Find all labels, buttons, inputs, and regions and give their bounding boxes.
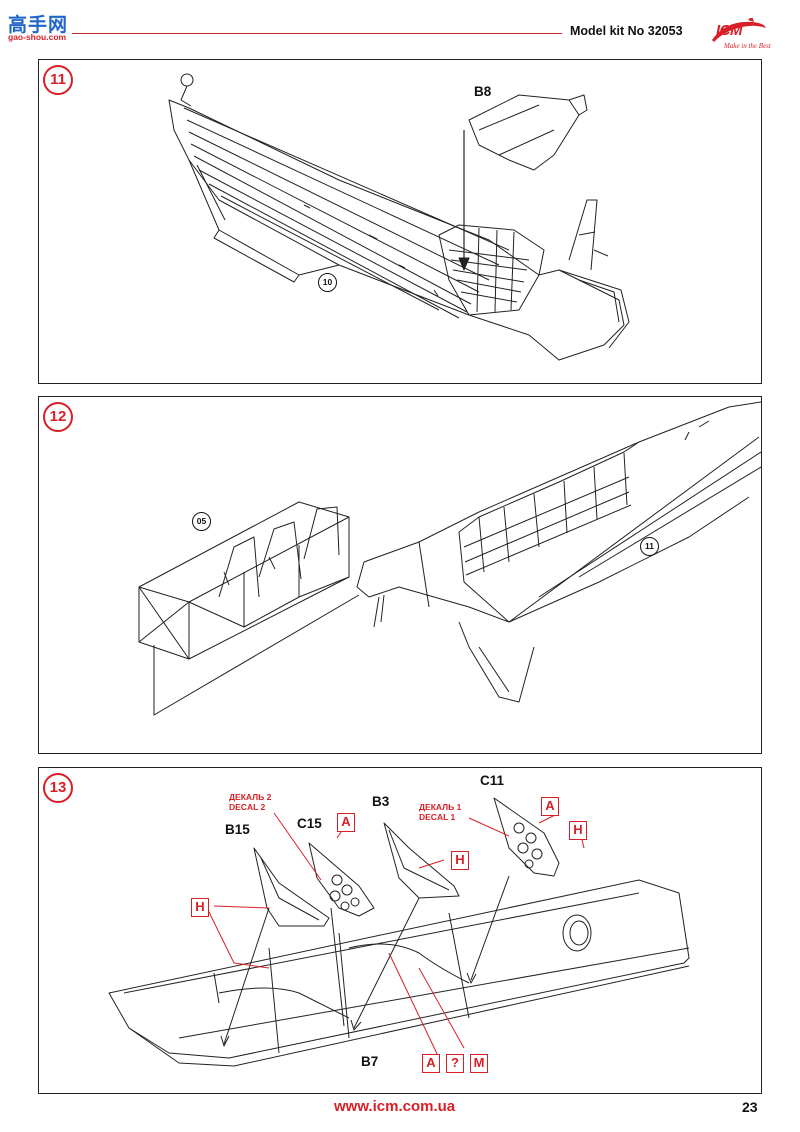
part-label-c15: C15 xyxy=(297,816,322,831)
step-number-12: 12 xyxy=(43,402,73,432)
paint-code-h-b15: H xyxy=(191,898,209,917)
cockpit-frame-drawing xyxy=(138,401,761,716)
logo-tagline: Make in the Best xyxy=(724,42,771,50)
fuselage-assembly-drawing xyxy=(168,73,630,361)
part-label-b15: B15 xyxy=(225,822,250,837)
assembly-ref-11: 11 xyxy=(640,537,659,556)
step-13-panel: 13 B15 C15 B3 C11 B7 ДЕКАЛЬ 2 DECAL 2 ДЕ… xyxy=(38,767,762,1094)
decal-2-en: DECAL 2 xyxy=(229,802,266,812)
part-label-b8: B8 xyxy=(474,84,492,99)
assembly-ref-10: 10 xyxy=(318,273,337,292)
paint-code-h-b3: H xyxy=(451,851,469,870)
watermark-chinese: 高手网 xyxy=(8,14,69,36)
part-label-b7: B7 xyxy=(361,1054,379,1069)
cockpit-side-wall-drawing xyxy=(108,797,690,1067)
paint-code-a-c15: A xyxy=(337,813,355,832)
paint-code-m-b7: M xyxy=(470,1054,488,1073)
step-11-panel: 11 B8 10 xyxy=(38,59,762,384)
part-label-c11: C11 xyxy=(480,773,505,788)
logo-swoosh-icon xyxy=(712,18,766,42)
step-number-13: 13 xyxy=(43,773,73,803)
paint-code-a-c11: A xyxy=(541,797,559,816)
kit-number: Model kit No 32053 xyxy=(570,24,683,38)
page-header: 高手网 gao-shou.com Model kit No 32053 ICM … xyxy=(0,0,800,58)
decal-2-ru: ДЕКАЛЬ 2 xyxy=(229,792,272,802)
step-number-11: 11 xyxy=(43,65,73,95)
decal-1-en: DECAL 1 xyxy=(419,812,456,822)
subassembly-ref-05: 05 xyxy=(192,512,211,531)
icm-logo: ICM Make in the Best xyxy=(708,18,771,54)
paint-code-unknown-b7: ? xyxy=(446,1054,464,1073)
decal-1-label: ДЕКАЛЬ 1 DECAL 1 xyxy=(419,802,461,822)
paint-code-h-c11: H xyxy=(569,821,587,840)
part-label-b3: B3 xyxy=(372,794,390,809)
footer-url[interactable]: www.icm.com.ua xyxy=(334,1098,456,1115)
header-rule xyxy=(72,33,562,34)
logo-text: ICM xyxy=(716,22,743,39)
page-number: 23 xyxy=(742,1099,758,1115)
step-12-panel: 12 05 11 xyxy=(38,396,762,754)
decal-2-label: ДЕКАЛЬ 2 DECAL 2 xyxy=(229,792,271,812)
decal-1-ru: ДЕКАЛЬ 1 xyxy=(419,802,462,812)
watermark-url: gao-shou.com xyxy=(8,32,67,42)
paint-code-a-b7: A xyxy=(422,1054,440,1073)
